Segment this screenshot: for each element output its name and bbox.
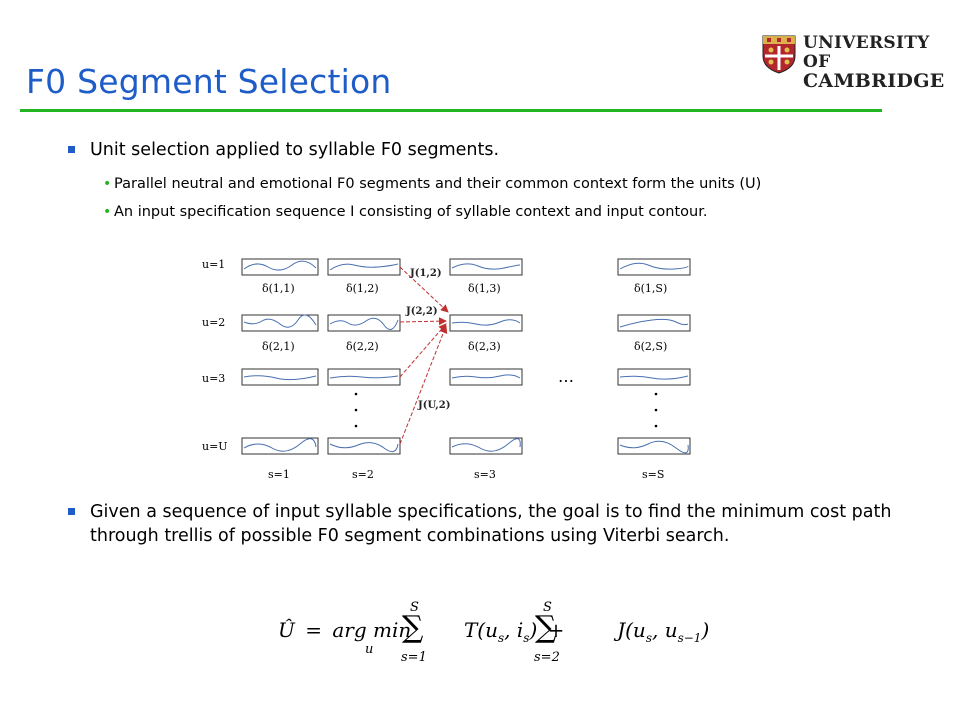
logo-line-1: UNIVERSITY OF	[803, 33, 930, 72]
unit-box	[327, 368, 401, 386]
bullet-list-bottom: Given a sequence of input syllable speci…	[66, 500, 896, 548]
unit-box	[449, 314, 523, 332]
eq-argmin: arg min	[332, 618, 412, 642]
dot-bullet-icon: •	[103, 176, 112, 192]
unit-box	[617, 314, 691, 332]
eq-sum2-top: S	[543, 600, 552, 615]
unit-box	[617, 258, 691, 276]
bullet-main-2-text: Given a sequence of input syllable speci…	[90, 502, 892, 546]
bullet-sub-1-text: Parallel neutral and emotional F0 segmen…	[114, 176, 762, 192]
row-label-u3: u=3	[202, 372, 225, 385]
unit-box	[449, 437, 523, 455]
bullet-main-1-text: Unit selection applied to syllable F0 se…	[90, 140, 500, 160]
bullet-sub-1: • Parallel neutral and emotional F0 segm…	[66, 174, 896, 194]
unit-box	[327, 314, 401, 332]
delta-label: δ(2,S)	[634, 340, 667, 353]
eq-term1-end: )	[529, 618, 538, 642]
eq-sum2-symbol: ∑	[535, 610, 557, 645]
eq-term1-sub: s	[497, 631, 505, 645]
delta-label: δ(1,1)	[262, 282, 295, 295]
arrow-label-jU2: J(U,2)	[417, 400, 450, 411]
eq-equals: =	[305, 618, 322, 642]
equation-body: Û = arg min T(us, is) + J(us, us−1)	[278, 618, 709, 645]
vertical-ellipsis	[354, 392, 658, 428]
eq-term2: J(u	[617, 618, 646, 642]
unit-box	[617, 368, 691, 386]
unit-box	[241, 437, 319, 455]
transition-arrows	[399, 266, 449, 445]
col-label-s1: s=1	[268, 468, 290, 481]
dot-bullet-icon: •	[103, 204, 112, 220]
row-label-uU: u=U	[202, 440, 228, 453]
eq-sum1-symbol: ∑	[402, 610, 424, 645]
delta-label: δ(2,2)	[346, 340, 379, 353]
eq-argmin-sub: u	[365, 642, 374, 657]
bullet-list-top: Unit selection applied to syllable F0 se…	[66, 138, 896, 222]
eq-term2-sub: s	[645, 631, 652, 645]
viterbi-equation: Û = arg min T(us, is) + J(us, us−1) u ∑ …	[278, 596, 709, 676]
unit-box	[241, 368, 319, 386]
square-bullet-icon	[68, 508, 75, 515]
title-divider	[20, 109, 882, 112]
eq-term1: T(u	[463, 618, 498, 642]
col-label-s3: s=3	[474, 468, 496, 481]
delta-label: δ(1,3)	[468, 282, 501, 295]
university-logo: UNIVERSITY OF CAMBRIDGE	[761, 34, 944, 91]
bullet-main-1: Unit selection applied to syllable F0 se…	[66, 138, 896, 162]
delta-label: δ(1,2)	[346, 282, 379, 295]
bullet-sub-2-text: An input specification sequence I consis…	[114, 204, 708, 220]
col-label-sS: s=S	[642, 468, 664, 481]
eq-sum1-bottom: s=1	[401, 650, 427, 665]
unit-box	[327, 258, 401, 276]
page-title: F0 Segment Selection	[26, 62, 392, 101]
unit-box	[449, 258, 523, 276]
eq-sum1-top: S	[410, 600, 419, 615]
arrow-label-j12: J(1,2)	[409, 268, 442, 279]
arrow-label-j22: J(2,2)	[405, 306, 438, 317]
eq-lhs: Û	[278, 618, 295, 642]
unit-box	[449, 368, 523, 386]
unit-box	[617, 437, 691, 455]
unit-box	[241, 258, 319, 276]
eq-term1-sub2: s	[523, 631, 530, 645]
row-label-u2: u=2	[202, 316, 225, 329]
eq-term2-mid: , u	[651, 618, 678, 642]
crest-icon	[762, 35, 796, 74]
col-label-s2: s=2	[352, 468, 374, 481]
unit-box	[327, 437, 401, 455]
bullet-sub-2: • An input specification sequence I cons…	[66, 202, 896, 222]
logo-wordmark: UNIVERSITY OF CAMBRIDGE	[803, 34, 945, 91]
unit-box	[241, 314, 319, 332]
ellipsis: …	[558, 367, 574, 386]
logo-line-2: CAMBRIDGE	[803, 70, 945, 92]
bullet-main-2: Given a sequence of input syllable speci…	[66, 500, 896, 548]
row-label-u1: u=1	[202, 258, 225, 271]
trellis-diagram: u=1 u=2 u=3 u=U δ(1,1) δ(1,2) δ(1,3) δ(1…	[202, 258, 691, 481]
eq-plus: +	[547, 618, 565, 642]
eq-sum2-bottom: s=2	[534, 650, 560, 665]
square-bullet-icon	[68, 146, 75, 153]
eq-term1-mid: , i	[504, 618, 524, 642]
delta-label: δ(1,S)	[634, 282, 667, 295]
eq-term2-end: )	[701, 618, 710, 642]
eq-term2-sub2: s−1	[677, 631, 702, 645]
delta-label: δ(2,3)	[468, 340, 501, 353]
delta-label: δ(2,1)	[262, 340, 295, 353]
